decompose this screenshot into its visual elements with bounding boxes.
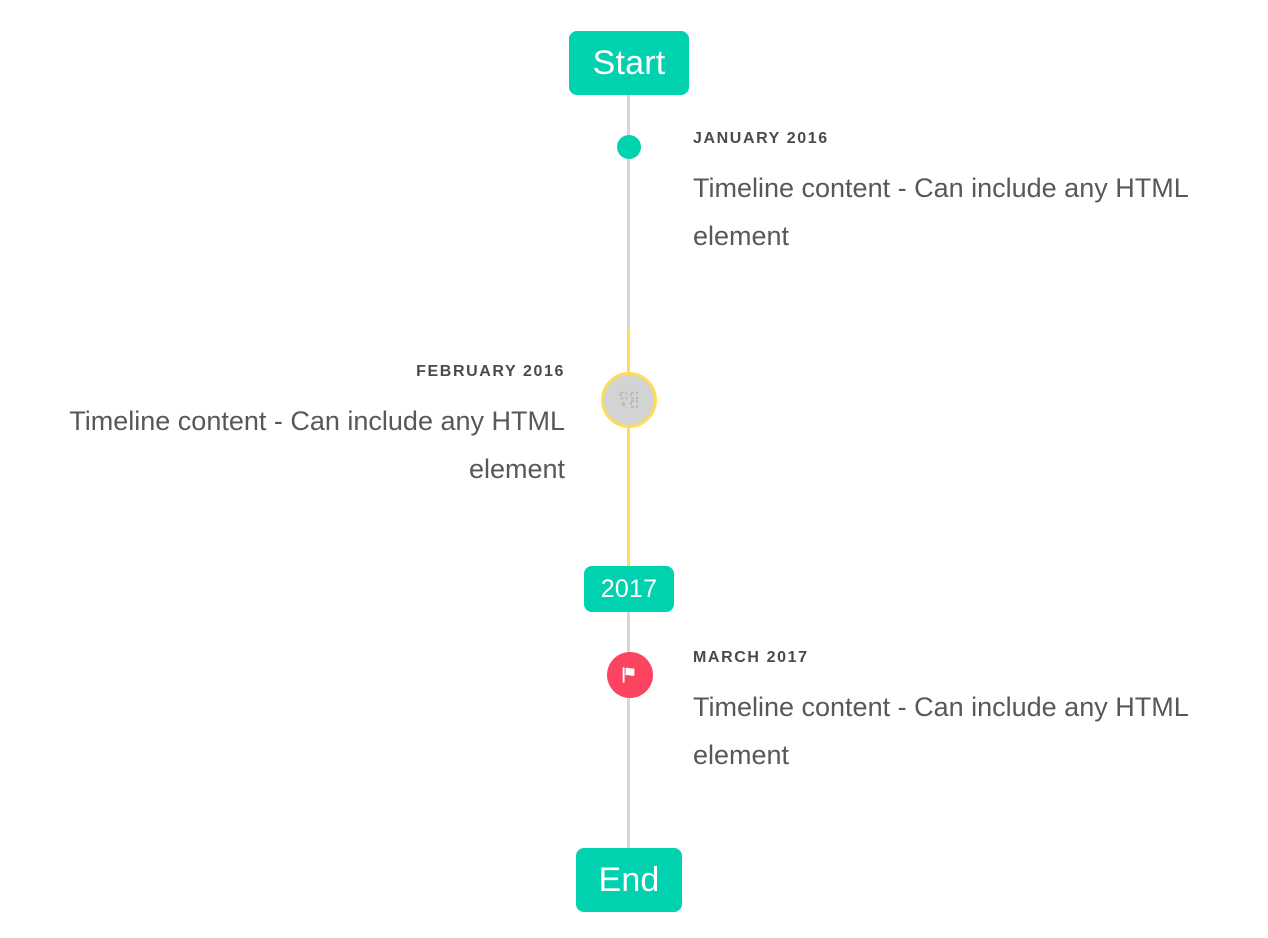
timeline-end-badge[interactable]: End — [576, 848, 682, 912]
timeline-entry-body: Timeline content - Can include any HTML … — [693, 691, 1188, 770]
timeline-entry-march: MARCH 2017 Timeline content - Can includ… — [693, 649, 1221, 779]
timeline-entry-body: Timeline content - Can include any HTML … — [693, 172, 1188, 251]
timeline-entry-date: JANUARY 2016 — [693, 130, 829, 147]
timeline-marker-march[interactable] — [607, 652, 653, 698]
timeline-entry-date: FEBRUARY 2016 — [416, 363, 565, 380]
timeline-entry-january: JANUARY 2016 Timeline content - Can incl… — [693, 130, 1221, 260]
timeline-entry-february: FEBRUARY 2016 Timeline content - Can inc… — [40, 363, 565, 493]
timeline-rail-upper — [627, 88, 630, 332]
timeline-rail-highlight — [627, 330, 630, 570]
timeline-entry-body: Timeline content - Can include any HTML … — [69, 405, 565, 484]
flag-icon — [622, 667, 635, 683]
timeline-year-badge[interactable]: 2017 — [584, 566, 674, 612]
timeline-start-badge[interactable]: Start — [569, 31, 689, 95]
timeline-entry-date: MARCH 2017 — [693, 649, 809, 666]
timeline-marker-january[interactable] — [617, 135, 641, 159]
broken-image-icon — [619, 391, 638, 408]
timeline-rail-lower — [627, 608, 630, 856]
timeline-marker-february[interactable] — [601, 372, 657, 428]
